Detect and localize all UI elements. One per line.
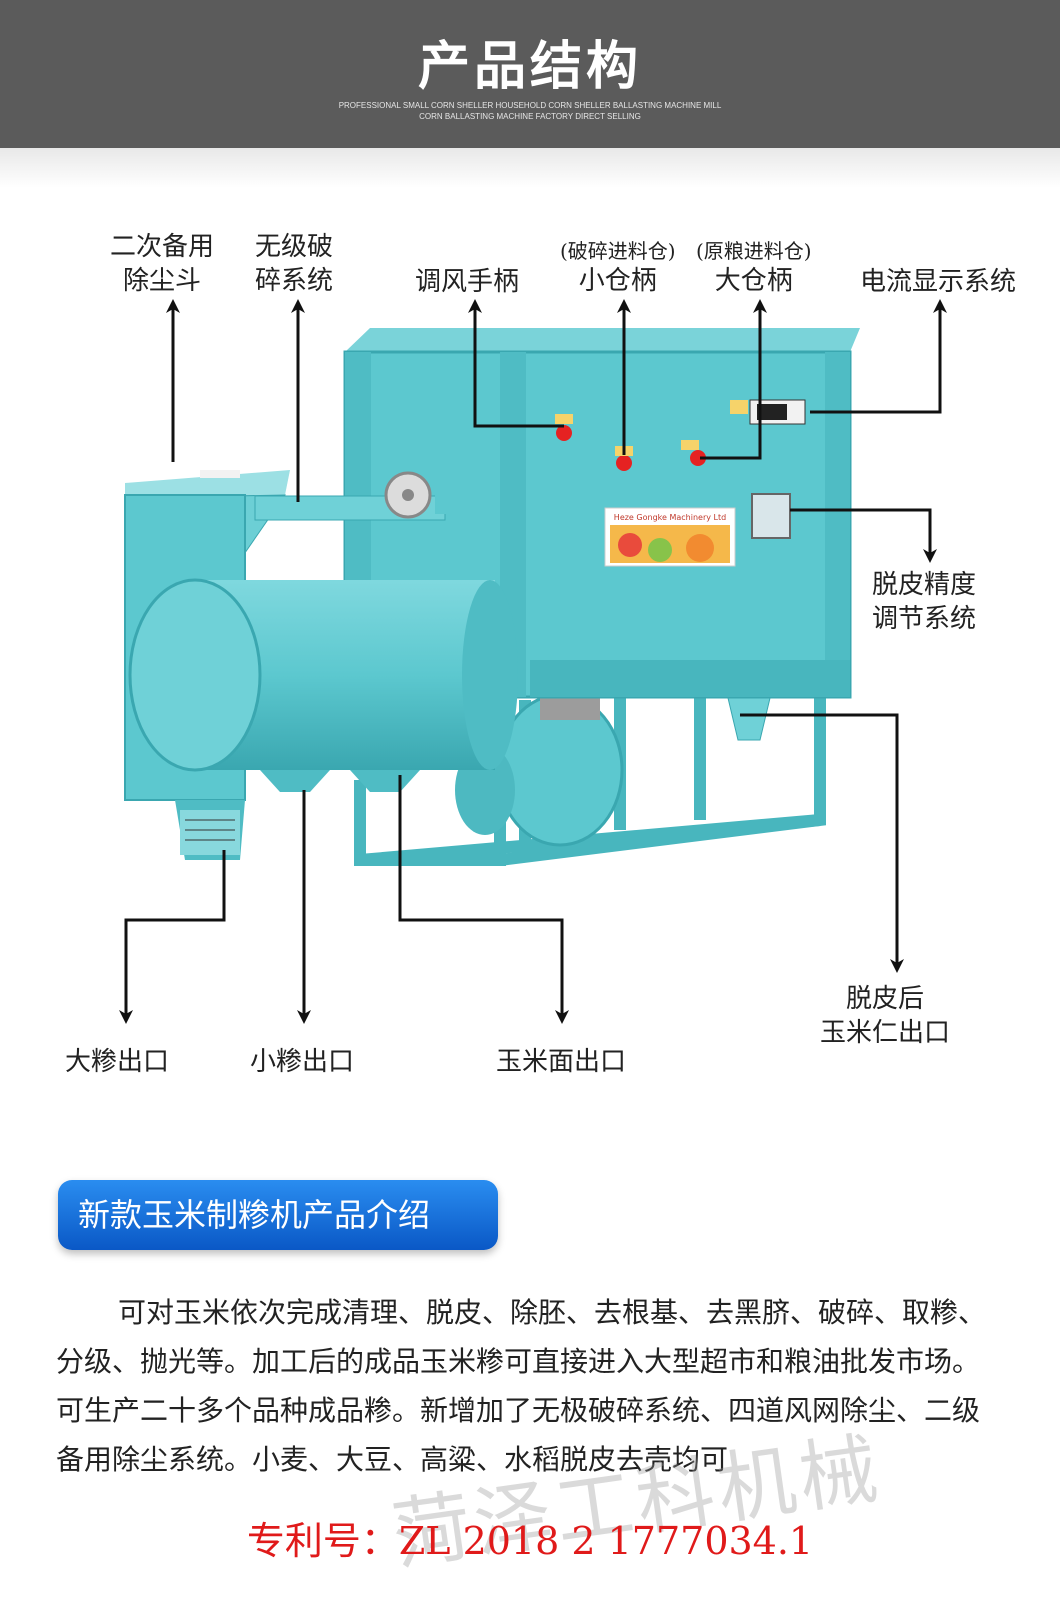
intro-banner: 新款玉米制糁机产品介绍 <box>58 1180 498 1250</box>
callout-air-handle: 调风手柄 <box>415 267 520 297</box>
callout-peel-adjust-line2: 调节系统 <box>872 604 977 634</box>
callout-crusher: 无级破 碎系统 <box>255 230 333 298</box>
header-bar: 产品结构 PROFESSIONAL SMALL CORN SHELLER HOU… <box>0 0 1060 148</box>
header-subtitle-line1: PROFESSIONAL SMALL CORN SHELLER HOUSEHOL… <box>338 101 722 110</box>
callout-peel-adjust: 脱皮精度 调节系统 <box>872 568 976 636</box>
page-title: 产品结构 <box>417 36 642 97</box>
callout-kernel-outlet-line2: 玉米仁出口 <box>820 1018 951 1048</box>
callout-big-bin-note: (原粮进料仓) <box>696 239 812 263</box>
callout-peel-adjust-line1: 脱皮精度 <box>872 570 977 600</box>
intro-text: 可对玉米依次完成清理、脱皮、除胚、去根基、去黑脐、破碎、取糁、分级、抛光等。加工… <box>56 1296 987 1476</box>
callout-kernel-outlet-line1: 脱皮后 <box>846 984 925 1014</box>
kernel-chute <box>727 697 771 741</box>
adjust-window <box>751 493 791 539</box>
main-drum <box>128 578 518 792</box>
header-shadow <box>0 148 1060 188</box>
panel-label: Heze Gongke Machinery Ltd <box>614 513 726 522</box>
base-frame <box>354 690 826 866</box>
callout-small-bin: (破碎进料仓) 小仓柄 <box>560 238 676 298</box>
callout-crusher-line1: 无级破 <box>255 232 334 262</box>
callout-small-grits: 小糁出口 <box>250 1047 355 1077</box>
header-subtitle: PROFESSIONAL SMALL CORN SHELLER HOUSEHOL… <box>0 100 1060 122</box>
arrows <box>119 299 947 1024</box>
callout-small-bin-note: (破碎进料仓) <box>560 239 676 263</box>
callout-current-display: 电流显示系统 <box>860 267 1017 297</box>
callout-kernel-outlet: 脱皮后 玉米仁出口 <box>820 982 950 1050</box>
callout-small-bin-label: 小仓柄 <box>578 266 657 296</box>
callout-dust-hopper: 二次备用 除尘斗 <box>110 230 214 298</box>
header-subtitle-line2: CORN BALLASTING MACHINE FACTORY DIRECT S… <box>419 112 641 121</box>
callout-dust-hopper-line2: 除尘斗 <box>123 266 202 296</box>
callout-corn-flour: 玉米面出口 <box>496 1047 627 1077</box>
callout-crusher-line2: 碎系统 <box>255 266 334 296</box>
machine-diagram: Heze Gongke Machinery Ltd <box>119 299 947 1024</box>
brand-panel: Heze Gongke Machinery Ltd <box>604 507 736 567</box>
callout-big-bin-label: 大仓柄 <box>714 266 793 296</box>
callout-big-bin: (原粮进料仓) 大仓柄 <box>696 238 812 298</box>
crusher-pipe <box>254 471 465 521</box>
patent-number: 专利号：ZL 2018 2 1777034.1 <box>246 1519 814 1563</box>
callout-dust-hopper-line1: 二次备用 <box>110 232 215 262</box>
callout-large-grits: 大糁出口 <box>65 1047 170 1077</box>
